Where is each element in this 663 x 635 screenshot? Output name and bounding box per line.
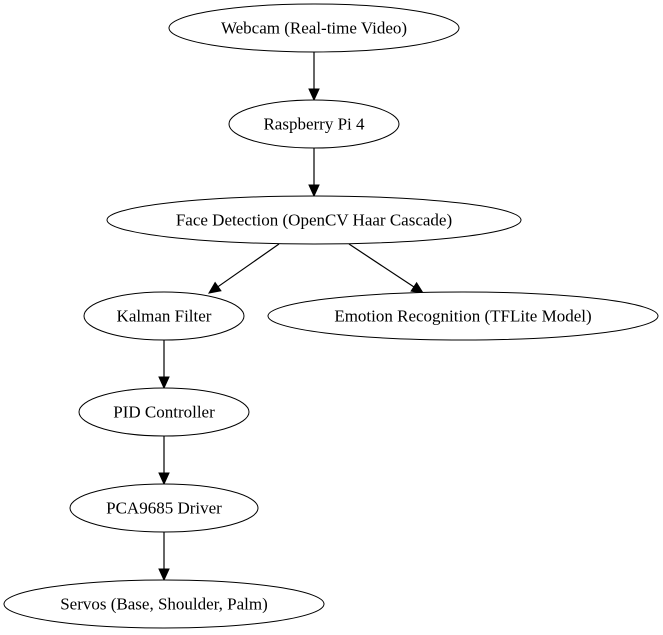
node-emotion-recognition-shape xyxy=(267,291,659,341)
node-pca-driver-label: PCA9685 Driver xyxy=(106,499,222,518)
node-servos-shape xyxy=(3,579,325,629)
node-face-detection-label: Face Detection (OpenCV Haar Cascade) xyxy=(176,211,452,230)
node-pca-driver: PCA9685 Driver xyxy=(69,483,259,533)
node-servos: Servos (Base, Shoulder, Palm) xyxy=(3,579,325,629)
arrowhead-icon xyxy=(410,281,425,294)
node-emotion-recognition: Emotion Recognition (TFLite Model) xyxy=(267,291,659,341)
arrowhead-icon xyxy=(158,376,170,390)
arrowhead-icon xyxy=(308,88,320,102)
edge-raspberry-pi-to-face-detection xyxy=(308,148,320,198)
node-emotion-recognition-label: Emotion Recognition (TFLite Model) xyxy=(334,307,591,326)
node-raspberry-pi: Raspberry Pi 4 xyxy=(228,99,400,149)
node-servos-label: Servos (Base, Shoulder, Palm) xyxy=(60,595,268,614)
node-webcam-label: Webcam (Real-time Video) xyxy=(221,19,407,38)
node-pid-controller-label: PID Controller xyxy=(113,403,215,422)
node-webcam-shape xyxy=(168,3,460,53)
arrowhead-icon xyxy=(158,472,170,486)
edge-face-detection-to-emotion-recognition xyxy=(348,243,425,294)
edges-layer xyxy=(158,52,425,582)
arrowhead-icon xyxy=(158,568,170,582)
node-pca-driver-shape xyxy=(69,483,259,533)
edge-pca-driver-to-servos xyxy=(158,532,170,582)
arrowhead-icon xyxy=(308,184,320,198)
node-kalman-filter-label: Kalman Filter xyxy=(117,307,212,326)
node-face-detection: Face Detection (OpenCV Haar Cascade) xyxy=(106,195,522,245)
node-pid-controller-shape xyxy=(78,387,250,437)
node-pid-controller: PID Controller xyxy=(78,387,250,437)
edge-pid-controller-to-pca-driver xyxy=(158,436,170,486)
edge-kalman-filter-to-pid-controller xyxy=(158,340,170,390)
arrowhead-icon xyxy=(208,281,222,294)
node-kalman-filter: Kalman Filter xyxy=(83,291,245,341)
node-raspberry-pi-shape xyxy=(228,99,400,149)
node-raspberry-pi-label: Raspberry Pi 4 xyxy=(263,115,365,134)
edge-face-detection-to-kalman-filter xyxy=(208,243,280,294)
edge-line xyxy=(217,243,280,288)
node-face-detection-shape xyxy=(106,195,522,245)
edge-line xyxy=(348,243,415,288)
node-webcam: Webcam (Real-time Video) xyxy=(168,3,460,53)
node-kalman-filter-shape xyxy=(83,291,245,341)
edge-webcam-to-raspberry-pi xyxy=(308,52,320,102)
